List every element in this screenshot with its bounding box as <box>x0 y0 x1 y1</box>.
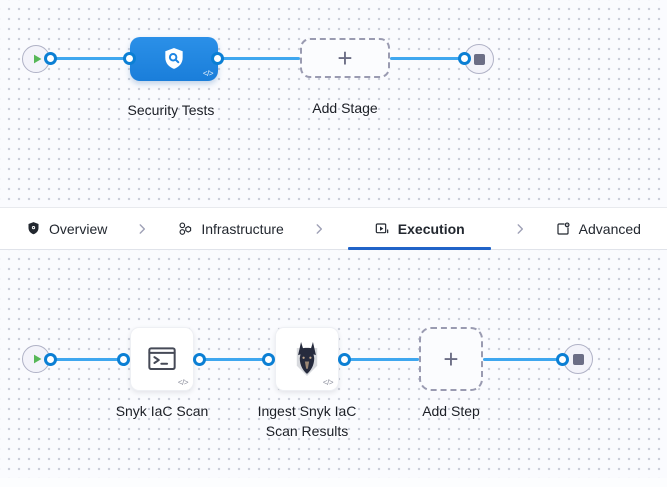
tab-label: Overview <box>49 220 108 237</box>
port-step2-in[interactable] <box>262 353 275 366</box>
chevron-right-icon <box>312 208 326 249</box>
play-icon <box>31 353 43 365</box>
stop-icon <box>473 53 485 65</box>
port-stage-out[interactable] <box>211 52 224 65</box>
stage-end-node[interactable] <box>464 44 494 74</box>
add-stage-button[interactable]: + <box>300 38 390 78</box>
stop-icon <box>572 353 584 365</box>
stage-card-security-tests[interactable]: </> <box>130 37 218 81</box>
stage-graph-section: </> Security Tests + Add Stage <box>0 0 667 207</box>
step-card-snyk-iac-scan[interactable]: </> <box>130 327 194 391</box>
plus-icon: + <box>443 344 459 374</box>
port-stage-in[interactable] <box>123 52 136 65</box>
port-start-out[interactable] <box>44 52 57 65</box>
port-step2-out[interactable] <box>338 353 351 366</box>
tab-advanced[interactable]: Advanced <box>549 208 647 249</box>
chevron-right-icon <box>513 208 527 249</box>
step-yaml-badge[interactable]: </> <box>177 378 189 387</box>
edge-stage-to-addstage <box>218 57 300 60</box>
tab-execution[interactable]: Execution <box>347 208 491 250</box>
snyk-dog-icon <box>290 340 324 378</box>
stage-label: Security Tests <box>127 102 215 118</box>
execution-icon <box>374 221 390 237</box>
chevron-right-icon <box>135 208 149 249</box>
shield-icon <box>26 221 41 236</box>
play-icon <box>31 53 43 65</box>
port-step1-in[interactable] <box>117 353 130 366</box>
step-label-line1: Ingest Snyk IaC <box>257 403 357 419</box>
step-graph-section: </> Snyk IaC Scan </> Ingest Snyk IaC <box>0 250 667 478</box>
step-label-line2: Scan Results <box>265 423 349 439</box>
port-end-in[interactable] <box>556 353 569 366</box>
edge-addstage-to-end <box>390 57 465 60</box>
tab-label: Execution <box>397 220 465 237</box>
port-start-out[interactable] <box>44 353 57 366</box>
tab-label: Advanced <box>578 220 641 237</box>
step-label: Ingest Snyk IaC Scan Results <box>222 401 392 441</box>
edge-step2-to-addstep <box>345 358 419 361</box>
stage-yaml-badge[interactable]: </> <box>202 69 214 78</box>
stage-tabbar: Overview Infrastructure <box>0 207 667 250</box>
edge-addstep-to-end <box>483 358 557 361</box>
add-stage-label: Add Stage <box>312 100 378 116</box>
tab-label: Infrastructure <box>201 220 284 237</box>
security-shield-icon <box>161 46 187 72</box>
terminal-icon <box>146 344 178 374</box>
port-step1-out[interactable] <box>193 353 206 366</box>
advanced-icon <box>555 221 571 237</box>
edge-start-to-step1 <box>50 358 124 361</box>
plus-icon: + <box>337 43 353 73</box>
step-label: Snyk IaC Scan <box>115 403 209 419</box>
tab-overview[interactable]: Overview <box>20 208 113 249</box>
port-end-in[interactable] <box>458 52 471 65</box>
tab-infrastructure[interactable]: Infrastructure <box>171 208 289 249</box>
step-card-ingest-snyk-results[interactable]: </> <box>275 327 339 391</box>
infrastructure-icon <box>177 221 193 237</box>
edge-step1-to-step2 <box>200 358 269 361</box>
edge-start-to-stage <box>50 57 130 60</box>
step-yaml-badge[interactable]: </> <box>322 378 334 387</box>
add-step-label: Add Step <box>422 403 480 419</box>
add-step-button[interactable]: + <box>419 327 483 391</box>
canvas-bottom-strip <box>0 478 667 487</box>
